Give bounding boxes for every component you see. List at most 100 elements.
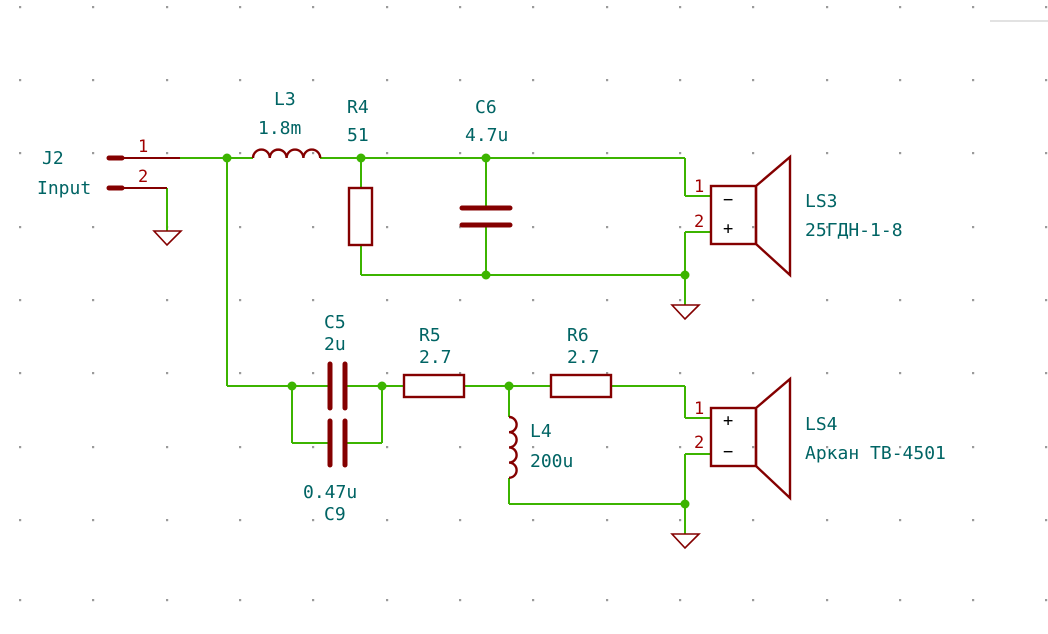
speaker-ls4[interactable]: 1 2 + − LS4 Аркан ТВ-4501	[694, 376, 946, 501]
grid-dot	[239, 152, 242, 155]
grid-dot	[606, 152, 609, 155]
grid-dot	[166, 299, 169, 302]
grid-dot	[239, 372, 242, 375]
grid-dot	[459, 299, 462, 302]
grid-dot	[972, 372, 975, 375]
grid-dot	[92, 446, 95, 449]
resistor-r6[interactable]: R6 2.7	[549, 325, 613, 399]
grid-dot	[899, 599, 902, 602]
junction-dot	[680, 270, 690, 280]
grid-dot	[606, 446, 609, 449]
inductor-l3[interactable]: L3 1.8m	[251, 89, 322, 159]
grid-dot	[606, 599, 609, 602]
grid-dot	[386, 599, 389, 602]
grid-dot	[312, 226, 315, 229]
grid-dot	[1045, 599, 1048, 602]
grid-dot	[386, 6, 389, 9]
ls4-plus-sign: +	[723, 411, 733, 431]
grid-dot	[1045, 79, 1048, 82]
l4-ref-label: L4	[530, 421, 552, 442]
grid-dot	[92, 372, 95, 375]
capacitor-c6[interactable]: C6 4.7u	[459, 97, 513, 228]
speaker-ls3[interactable]: 1 2 − + LS3 25ГДН-1-8	[694, 154, 903, 278]
c9-ref-label: C9	[324, 504, 346, 525]
junction-dot	[222, 153, 232, 163]
ls4-minus-sign: −	[723, 442, 733, 462]
grid-dot	[92, 6, 95, 9]
grid-dot	[312, 599, 315, 602]
grid-dot	[92, 519, 95, 522]
grid-dot	[899, 79, 902, 82]
grid-dot	[679, 226, 682, 229]
junction-dot	[504, 381, 514, 391]
grid-dot	[826, 599, 829, 602]
resistor-r5[interactable]: R5 2.7	[402, 325, 466, 399]
grid-dot	[19, 226, 22, 229]
grid-dot	[312, 79, 315, 82]
grid-dot	[312, 152, 315, 155]
grid-dot	[532, 152, 535, 155]
ls3-pin1-number: 1	[694, 177, 704, 197]
capacitor-c5[interactable]: C5 2u	[324, 312, 348, 411]
grid-dot	[826, 6, 829, 9]
grid-dot	[679, 599, 682, 602]
capacitor-c9[interactable]: 0.47u C9	[303, 418, 357, 525]
grid-dot	[679, 299, 682, 302]
grid-dot	[312, 446, 315, 449]
grid-dot	[972, 299, 975, 302]
grid-dot	[826, 152, 829, 155]
schematic-grid	[19, 6, 1048, 602]
grid-dot	[312, 372, 315, 375]
grid-dot	[972, 226, 975, 229]
junction-dot	[481, 153, 491, 163]
grid-dot	[459, 226, 462, 229]
grid-dot	[19, 79, 22, 82]
grid-dot	[1045, 6, 1048, 9]
grid-dot	[899, 6, 902, 9]
grid-dot	[19, 372, 22, 375]
grid-dot	[1045, 446, 1048, 449]
c6-ref-label: C6	[475, 97, 497, 118]
grid-dot	[752, 446, 755, 449]
ls4-pin2-number: 2	[694, 433, 704, 453]
ground-symbol-ls4	[670, 533, 701, 550]
connector-j2[interactable]: 1 2 J2 Input	[37, 137, 180, 199]
grid-dot	[166, 372, 169, 375]
c9-value-label: 0.47u	[303, 482, 357, 503]
grid-dot	[19, 599, 22, 602]
ground-symbol-j2	[152, 230, 183, 247]
grid-dot	[239, 519, 242, 522]
resistor-r4[interactable]: R4 51	[347, 97, 374, 247]
grid-dot	[386, 446, 389, 449]
grid-dot	[752, 372, 755, 375]
grid-dot	[899, 152, 902, 155]
r5-ref-label: R5	[419, 325, 441, 346]
grid-dot	[92, 299, 95, 302]
grid-dot	[239, 599, 242, 602]
inductor-l4[interactable]: L4 200u	[508, 415, 573, 479]
r6-ref-label: R6	[567, 325, 589, 346]
grid-dot	[92, 599, 95, 602]
grid-dot	[459, 372, 462, 375]
grid-dot	[166, 152, 169, 155]
grid-dot	[166, 519, 169, 522]
grid-dot	[679, 372, 682, 375]
grid-dot	[1045, 372, 1048, 375]
grid-dot	[386, 226, 389, 229]
grid-dot	[532, 299, 535, 302]
grid-dot	[532, 446, 535, 449]
grid-dot	[606, 519, 609, 522]
grid-dot	[532, 519, 535, 522]
grid-dot	[752, 519, 755, 522]
ls3-pin2-number: 2	[694, 212, 704, 232]
grid-dot	[1045, 226, 1048, 229]
r4-ref-label: R4	[347, 97, 369, 118]
grid-dot	[899, 446, 902, 449]
grid-dot	[92, 226, 95, 229]
grid-dot	[239, 79, 242, 82]
grid-dot	[826, 446, 829, 449]
grid-dot	[752, 79, 755, 82]
grid-dot	[826, 299, 829, 302]
grid-dot	[972, 79, 975, 82]
